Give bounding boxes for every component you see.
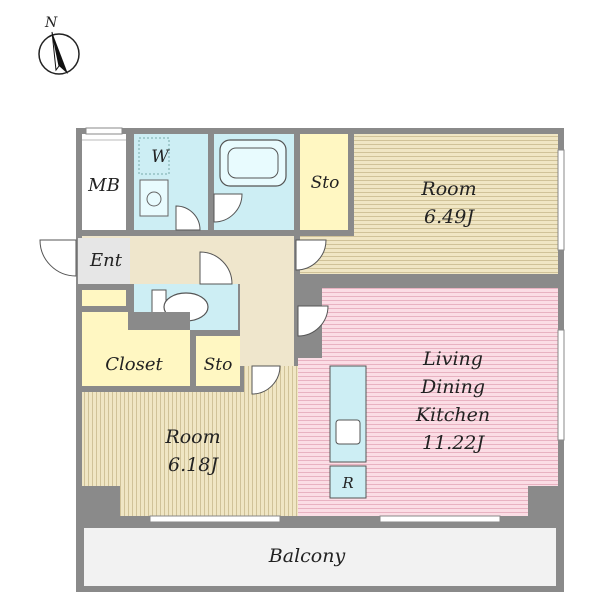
compass-label: N — [44, 15, 58, 31]
toilet-door-icon — [199, 251, 233, 285]
room-ne-area — [354, 134, 558, 274]
room-ne-door-icon — [295, 239, 327, 271]
balcony-area — [84, 528, 556, 586]
storage-top-label: Sto — [311, 173, 340, 193]
room-sw-size: 6.18J — [168, 454, 219, 476]
room-ne-name: Room — [420, 178, 476, 200]
closet-label: Closet — [105, 354, 163, 375]
kitchen-counter — [329, 365, 367, 463]
doors — [39, 193, 329, 395]
entrance-label: Ent — [89, 250, 123, 271]
balcony-label: Balcony — [268, 545, 346, 567]
room-sw-door-icon — [251, 365, 281, 395]
sink-icon — [139, 179, 169, 217]
mb-area — [82, 134, 126, 230]
kitchen-sink-icon — [335, 419, 361, 445]
ldk-line3: Kitchen — [415, 404, 490, 426]
room-sw-name: Room — [164, 426, 220, 448]
fridge-area — [329, 465, 367, 499]
mb-label: MB — [87, 175, 120, 196]
washroom-label: W — [151, 147, 170, 167]
ldk-line1: Living — [422, 348, 483, 370]
north-arrow-icon — [52, 32, 68, 74]
storage-mid-label: Sto — [204, 355, 233, 375]
bathtub-icon — [219, 139, 287, 187]
storage-top-area — [300, 134, 348, 230]
ldk-size: 11.22J — [422, 432, 485, 454]
entrance-area — [78, 238, 130, 284]
room-sw-area — [82, 392, 322, 516]
compass: N — [38, 15, 80, 75]
ldk-door-icon — [297, 305, 329, 337]
fridge-label: R — [341, 474, 353, 492]
bath-door-icon — [213, 193, 243, 223]
washroom-door-icon — [175, 205, 201, 231]
entrance-door-icon — [39, 239, 77, 277]
room-ne-size: 6.49J — [424, 206, 475, 228]
ldk-line2: Dining — [420, 376, 485, 398]
storage-mid-area — [196, 336, 240, 386]
